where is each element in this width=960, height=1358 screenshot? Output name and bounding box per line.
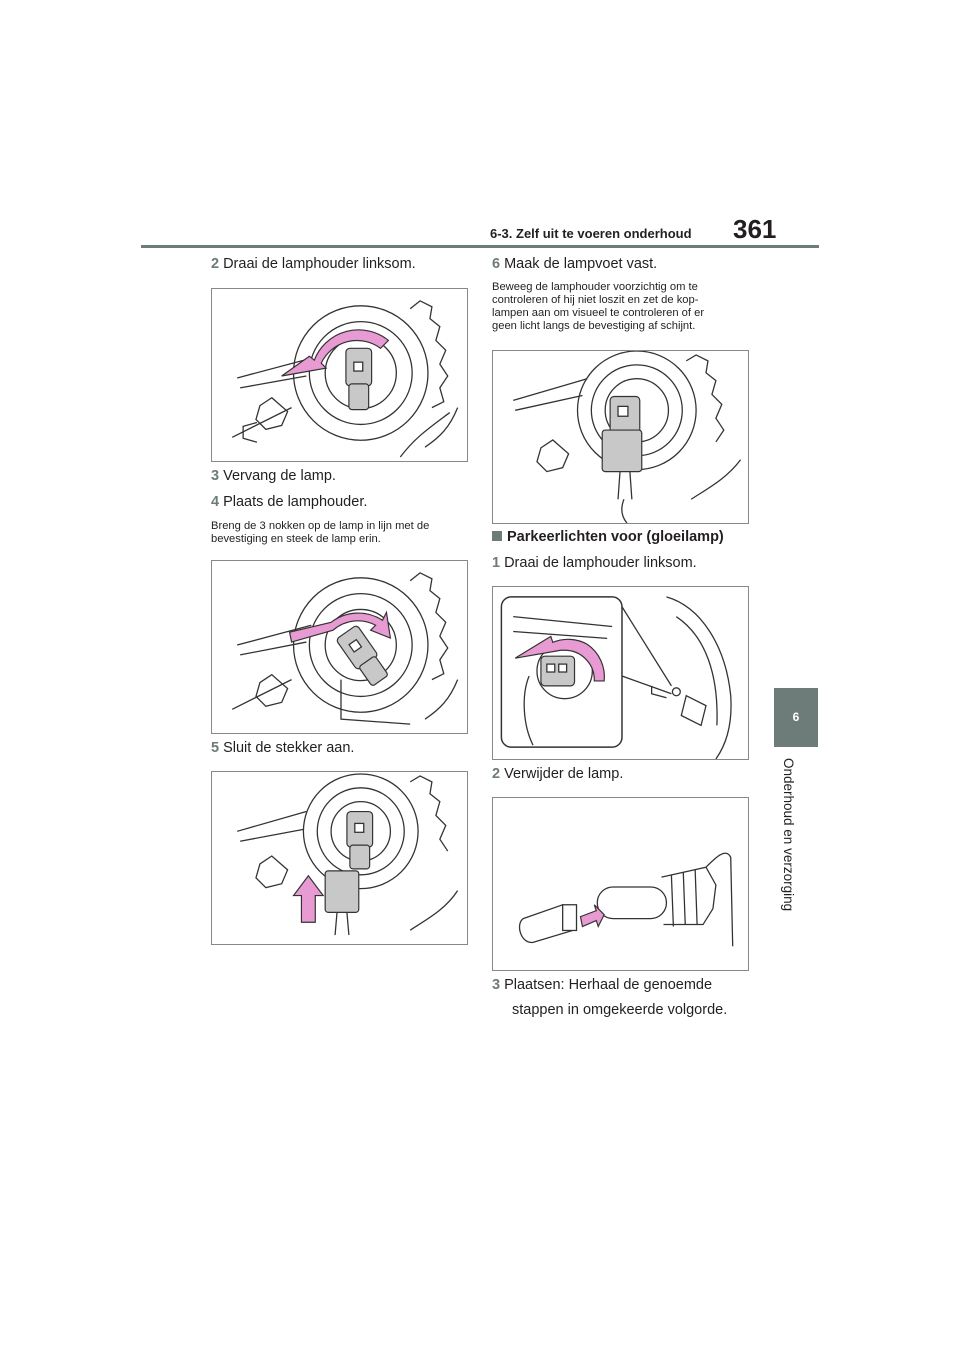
parking-step-3-line-2: stappen in omgekeerde volgorde. xyxy=(512,1002,728,1018)
step-number: 4 xyxy=(211,494,220,510)
step-text: Verwijder de lamp. xyxy=(504,766,624,782)
note-line: Beweeg de lamphouder voorzichtig om te xyxy=(492,281,698,293)
step-text: Draai de lamphouder linksom. xyxy=(504,555,697,571)
step-text: Sluit de stekker aan. xyxy=(223,740,355,756)
headlight-holder-illustration xyxy=(513,351,742,523)
chapter-tab: 6 xyxy=(774,688,818,747)
subheading-parking-lights: Parkeerlichten voor (gloeilamp) xyxy=(492,529,724,545)
step-number: 2 xyxy=(211,256,220,272)
step-number: 3 xyxy=(211,468,220,484)
chapter-title: Onderhoud en verzorging xyxy=(781,758,796,912)
parking-light-illustration xyxy=(500,596,732,759)
headlight-holder-illustration xyxy=(231,300,459,458)
figure-connect-plug xyxy=(211,771,468,945)
section-title: 6-3. Zelf uit te voeren onderhoud xyxy=(490,226,692,241)
subheading-text: Parkeerlichten voor (gloeilamp) xyxy=(507,529,724,545)
note-line: Breng de 3 nokken op de lamp in lijn met… xyxy=(211,520,430,532)
step-text: Plaatsen: Herhaal de genoemde xyxy=(504,977,713,993)
note-line: geen licht langs de bevestiging af schij… xyxy=(492,320,696,332)
step-number: 1 xyxy=(492,555,501,571)
section-marker-icon xyxy=(492,531,502,541)
note-line: controleren of hij niet loszit en zet de… xyxy=(492,294,699,306)
step-number: 3 xyxy=(492,977,501,993)
note-line: bevestiging en steek de lamp erin. xyxy=(211,533,381,545)
step-text: Maak de lampvoet vast. xyxy=(504,256,658,272)
headlight-holder-illustration xyxy=(231,572,459,725)
step-number: 6 xyxy=(492,256,501,272)
figure-secure-base xyxy=(492,350,749,524)
step-number: 5 xyxy=(211,740,220,756)
headlight-connector-illustration xyxy=(237,773,459,936)
step-6-note: Beweeg de lamphouder voorzichtig om te c… xyxy=(492,281,752,333)
page-number: 361 xyxy=(733,214,777,244)
figure-parking-turn-holder xyxy=(492,586,749,760)
step-text: Vervang de lamp. xyxy=(223,468,336,484)
bulb-removal-illustration xyxy=(519,852,734,947)
step-text: Plaats de lamphouder. xyxy=(223,494,368,510)
step-number: 2 xyxy=(492,766,501,782)
figure-remove-bulb xyxy=(492,797,749,971)
header-rule xyxy=(141,245,819,248)
step-4-note: Breng de 3 nokken op de lamp in lijn met… xyxy=(211,520,471,546)
figure-install-holder xyxy=(211,560,468,734)
step-text: Draai de lamphouder linksom. xyxy=(223,256,416,272)
note-line: lampen aan om visueel te controleren of … xyxy=(492,307,705,319)
figure-turn-holder-left xyxy=(211,288,468,462)
